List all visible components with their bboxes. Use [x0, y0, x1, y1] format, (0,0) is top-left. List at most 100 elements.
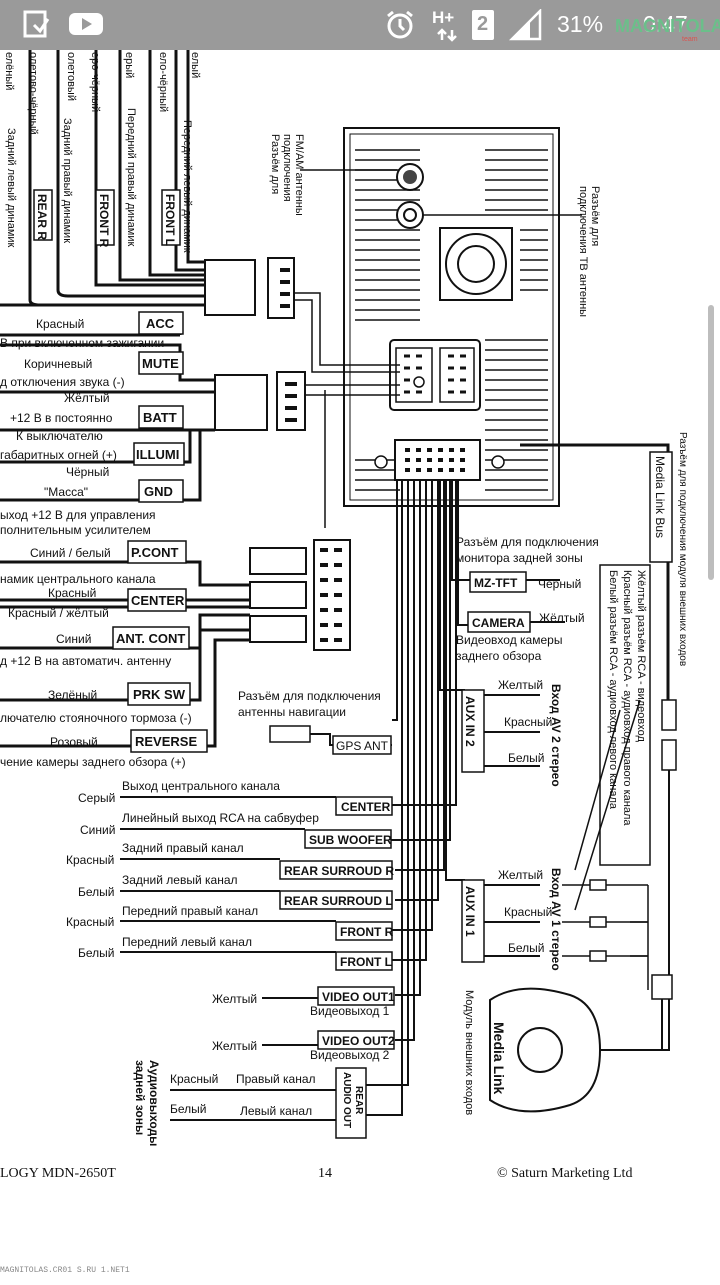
speaker-front-right: Передний правый динамик: [125, 108, 137, 246]
aux2-tag: AUX IN 2: [463, 696, 477, 747]
camera-desc-1: Видеовход камеры: [456, 633, 562, 647]
aux2-red: Красный: [504, 715, 552, 729]
rear-audio-out: Аудиовыходы задней зоны Красный Правый к…: [133, 1060, 367, 1146]
video2-color: Желтый: [212, 1039, 257, 1053]
wire-label-1: олетово-чёрный: [27, 52, 39, 135]
media-link-caption: Модуль внешних входов: [463, 990, 475, 1115]
wire-label-0: елёный: [3, 52, 15, 90]
speaker-tags: REAR R FRONT R FRONT L: [33, 189, 181, 248]
video2-desc: Видеовыход 2: [310, 1048, 390, 1062]
footer-copyright: © Saturn Marketing Ltd: [497, 1166, 633, 1181]
mz-tft-tag: MZ-TFT: [474, 576, 518, 590]
mid-wires: [0, 560, 250, 748]
mid-connectors: [249, 539, 351, 651]
signal-icon: [508, 9, 542, 41]
wire-label-6: елый: [189, 52, 201, 78]
tag-rear-r: REAR R: [35, 194, 49, 240]
camera-color: Жёлтый: [539, 611, 585, 625]
rear-audio-title-1: Аудиовыходы: [147, 1060, 161, 1146]
rear-audio-title-2: задней зоны: [133, 1060, 147, 1135]
batt-tag: BATT: [143, 410, 177, 425]
out-rl-desc: Задний левый канал: [122, 873, 238, 887]
reverse-desc: чение камеры заднего обзора (+): [0, 755, 186, 769]
antcont-color: Синий: [56, 632, 91, 646]
data-arrows-icon: [437, 28, 457, 42]
rear-left-color: Белый: [170, 1102, 206, 1116]
watermark: MAGNITOLA: [615, 16, 720, 36]
wire-label-4: ерый: [123, 52, 135, 78]
rca-legend-2: Белый разъём RCA - аудиовход левого кана…: [607, 570, 619, 810]
gps-tag: GPS ANT: [336, 739, 389, 753]
out-fr-color: Красный: [66, 915, 114, 929]
out-fl-tag: FRONT L: [340, 955, 392, 969]
nav-text-1: Разъём для подключения: [238, 689, 381, 703]
audio-outputs: Выход центрального канала Серый CENTER Л…: [66, 779, 394, 971]
center-color-1: Красный: [48, 586, 96, 600]
out-center-desc: Выход центрального канала: [122, 779, 280, 793]
prk-desc: лючателю стояночного тормоза (-): [0, 711, 192, 725]
diagram-svg: елёный олетово-чёрный олетовый еро-чёрны…: [0, 50, 688, 1146]
rca-legend-0: Жёлтый разъём RCA - видеовход: [635, 570, 647, 742]
reverse-tag: REVERSE: [135, 734, 197, 749]
tag-front-r: FRONT R: [97, 194, 111, 248]
wire-label-5: ело-чёрный: [157, 52, 169, 112]
amp-text-1: ыход +12 В для управления: [0, 508, 156, 522]
harness-lines: [294, 292, 400, 528]
alarm-icon: [387, 10, 413, 39]
center-text: намик центрального канала: [0, 572, 156, 586]
pcont-color: Синий / белый: [30, 546, 111, 560]
video1-desc: Видеовыход 1: [310, 1004, 390, 1018]
youtube-icon: [69, 13, 103, 35]
mz-tft-color: Чёрный: [538, 577, 581, 591]
scrollbar[interactable]: [708, 305, 714, 580]
out-rr-desc: Задний правый канал: [122, 841, 244, 855]
multi-pin-connector: [374, 439, 505, 481]
camera-desc-2: заднего обзора: [456, 649, 542, 663]
antcont-desc: д +12 В на автоматич. антенну: [0, 654, 171, 668]
wire-label-3: еро-чёрный: [89, 52, 101, 112]
aux2-title: Вход AV 2 стерео: [549, 684, 563, 787]
antcont-tag: ANT. CONT: [116, 631, 185, 646]
speaker-rear-left: Задний левый динамик: [5, 128, 17, 248]
acc-desc: В при включенном зажигании: [0, 336, 164, 350]
out-fr-tag: FRONT R: [340, 925, 394, 939]
sim-badge: 2: [472, 10, 494, 40]
footer-model: LOGY MDN-2650T: [0, 1166, 116, 1181]
camera-tag: CAMERA: [472, 616, 525, 630]
fm-antenna-label: Разъём дляподключенияFM/AM антенны: [269, 134, 305, 216]
wire-label-2: олетовый: [65, 52, 77, 101]
aux1-title: Вход AV 1 стерео: [549, 868, 563, 971]
rca-legend-1: Красный разъём RCA - аудиовход правого к…: [621, 570, 633, 826]
out-rr-tag: REAR SURROUD R: [284, 864, 394, 878]
mute-color: Коричневый: [24, 357, 92, 371]
gnd-tag: GND: [144, 484, 173, 499]
watermark-sub: team: [682, 36, 698, 43]
speaker-rear-right: Задний правый динамик: [61, 118, 73, 243]
status-bar: H+ 2 31% 0:47 MAGNITOLA team: [0, 0, 720, 50]
wiring-diagram: елёный олетово-чёрный олетовый еро-чёрны…: [0, 50, 720, 1280]
speaker-front-left: Передний левый динамик: [181, 120, 193, 253]
power-wires: [0, 303, 215, 502]
battery-percent: 31%: [557, 11, 604, 37]
out-fl-color: Белый: [78, 946, 114, 960]
aux1-tag: AUX IN 1: [463, 886, 477, 937]
prk-tag: PRK SW: [133, 687, 186, 702]
aux2-yellow: Желтый: [498, 678, 543, 692]
video2-tag: VIDEO OUT2: [322, 1034, 395, 1048]
network-type: H+: [432, 8, 455, 27]
footer-page: 14: [318, 1166, 332, 1181]
gnd-desc: "Масса": [44, 485, 88, 499]
clock: 0:47: [643, 11, 688, 37]
video1-color: Желтый: [212, 992, 257, 1006]
out-sub-desc: Линейный выход RCA на сабвуфер: [122, 811, 319, 825]
rear-audio-tag-2: AUDIO OUT: [341, 1072, 352, 1128]
fan: [439, 227, 513, 301]
media-link-module: Media Link Модуль внешних входов: [463, 987, 602, 1115]
aux-in-1: AUX IN 1 Желтый Красный Белый Вход AV 1 …: [461, 868, 563, 971]
aux2-white: Белый: [508, 751, 544, 765]
acc-tag: ACC: [146, 316, 175, 331]
control-labels: P.CONT Синий / белый намик центрального …: [0, 540, 208, 769]
out-fl-desc: Передний левый канал: [122, 935, 252, 949]
